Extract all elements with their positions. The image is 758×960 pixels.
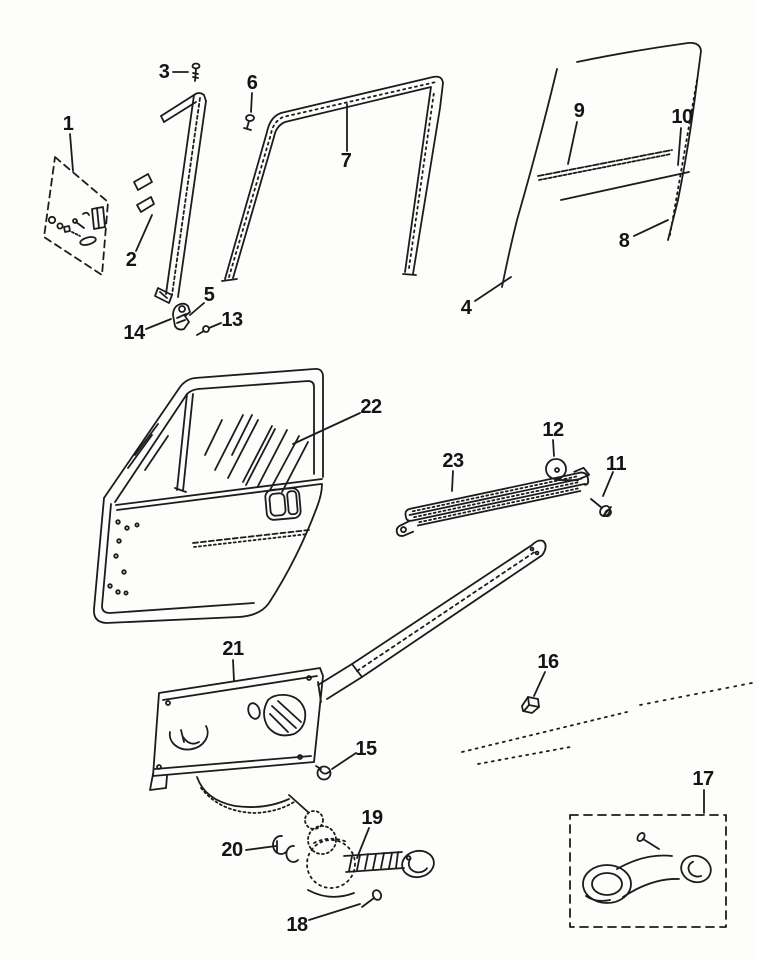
- part-number-6: 6: [247, 72, 258, 94]
- part-number-16: 16: [537, 651, 559, 673]
- part-number-14: 14: [123, 322, 146, 344]
- part-number-2: 2: [126, 249, 137, 271]
- leader-line-10: [677, 127, 682, 166]
- callout-22-door-glass: 22: [292, 396, 382, 445]
- door-handle-recess: [264, 487, 302, 521]
- leader-line-14: [145, 318, 172, 330]
- part-number-22: 22: [360, 396, 382, 418]
- callout-17-crank-handle-kit: 17: [692, 768, 714, 814]
- hardware-kit-drawing: [43, 156, 109, 276]
- callout-13-bracket-screw: 13: [208, 309, 243, 331]
- door-panel-holes: [107, 519, 140, 596]
- leader-line-9: [567, 121, 578, 165]
- regulator-clip-drawing: [315, 765, 332, 781]
- part-number-12: 12: [542, 419, 564, 441]
- leader-line-16: [533, 671, 546, 697]
- part-number-5: 5: [204, 284, 215, 306]
- callout-6-frame-clip: 6: [247, 72, 258, 113]
- leader-line-6: [250, 92, 253, 113]
- spring-clip-drawing: [521, 696, 540, 714]
- door-assembly-drawing: [93, 368, 324, 624]
- callout-18-handle-set-screw: 18: [286, 903, 361, 936]
- callout-12-glass-grommet: 12: [542, 419, 564, 457]
- part-number-10: 10: [671, 106, 693, 128]
- leader-line-21: [232, 659, 235, 682]
- leader-line-1: [69, 133, 74, 172]
- callout-10-rear-run-channel: 10: [671, 106, 693, 166]
- part-number-1: 1: [63, 113, 74, 135]
- part-number-20: 20: [221, 839, 243, 861]
- callout-5-channel-bracket: 5: [189, 284, 215, 316]
- callout-20-handle-spacer-washers: 20: [221, 839, 277, 861]
- glass-run-frame-drawing: [221, 75, 444, 282]
- leader-line-2: [135, 214, 153, 252]
- leader-line-19: [356, 827, 370, 859]
- leader-line-8: [633, 219, 669, 237]
- callout-11-sash-screw: 11: [602, 453, 627, 497]
- part-number-9: 9: [574, 100, 585, 122]
- part-number-8: 8: [619, 230, 630, 252]
- glass-hatching: [127, 414, 309, 493]
- callout-1-mounting-hardware-kit: 1: [63, 113, 74, 172]
- leader-line-15: [331, 752, 357, 770]
- sash-screw-drawing: [590, 498, 612, 518]
- channel-screw-drawing: [191, 62, 201, 82]
- part-number-23: 23: [442, 450, 464, 472]
- division-channel-drawing: [133, 92, 207, 304]
- kit-knob: [680, 854, 712, 884]
- part-number-3: 3: [159, 61, 170, 83]
- part-number-11: 11: [606, 453, 627, 475]
- leader-line-13: [208, 322, 222, 329]
- leader-line-5: [189, 302, 205, 316]
- frame-clip-drawing: [243, 114, 255, 131]
- part-number-4: 4: [461, 297, 473, 319]
- callout-8-rear-glass-run: 8: [619, 219, 669, 252]
- leader-line-11: [602, 471, 614, 497]
- part-number-19: 19: [361, 807, 383, 829]
- callout-9-belt-weatherstrip: 9: [567, 100, 585, 165]
- leader-line-18: [308, 903, 361, 921]
- glass-grommet-drawing: [545, 458, 567, 480]
- part-number-13: 13: [221, 309, 243, 331]
- handle-kit-box-drawing: [569, 814, 727, 928]
- callout-23-glass-lower-sash-channel: 23: [442, 450, 464, 492]
- belt-weatherstrip-drawing: [537, 149, 690, 201]
- callout-7-glass-run-channel-frame: 7: [341, 103, 352, 172]
- callout-21-window-regulator: 21: [222, 638, 244, 682]
- callout-16-spring-clip: 16: [533, 651, 559, 697]
- leader-line-12: [552, 439, 555, 457]
- leader-line-4: [474, 276, 512, 302]
- part-number-18: 18: [286, 914, 308, 936]
- callout-14-channel-lower-bracket: 14: [123, 318, 172, 344]
- lower-sash-channel-drawing: [395, 466, 591, 537]
- leader-line-20: [245, 845, 277, 851]
- part-number-15: 15: [355, 738, 377, 760]
- window-regulator-drawing: [149, 539, 547, 855]
- crank-knob: [401, 849, 435, 879]
- part-number-17: 17: [692, 768, 714, 790]
- callout-15-regulator-clip: 15: [331, 738, 377, 770]
- callout-3-channel-screw: 3: [159, 61, 189, 83]
- part-number-7: 7: [341, 150, 352, 172]
- callout-4-front-glass-run: 4: [461, 276, 512, 319]
- crank-handle-group-drawing: [272, 835, 435, 908]
- callout-19-window-crank-handle: 19: [356, 807, 383, 859]
- leader-line-22: [292, 412, 361, 445]
- part-number-21: 21: [222, 638, 244, 660]
- leader-line-23: [451, 470, 454, 492]
- callout-2-glass-division-channel: 2: [126, 214, 153, 271]
- rear-run-channel-drawing: [576, 42, 702, 241]
- ghost-panel-lines: [461, 681, 758, 765]
- front-glass-run-drawing: [501, 68, 558, 288]
- bracket-screw-drawing: [196, 325, 210, 336]
- lower-bracket-drawing: [172, 302, 191, 331]
